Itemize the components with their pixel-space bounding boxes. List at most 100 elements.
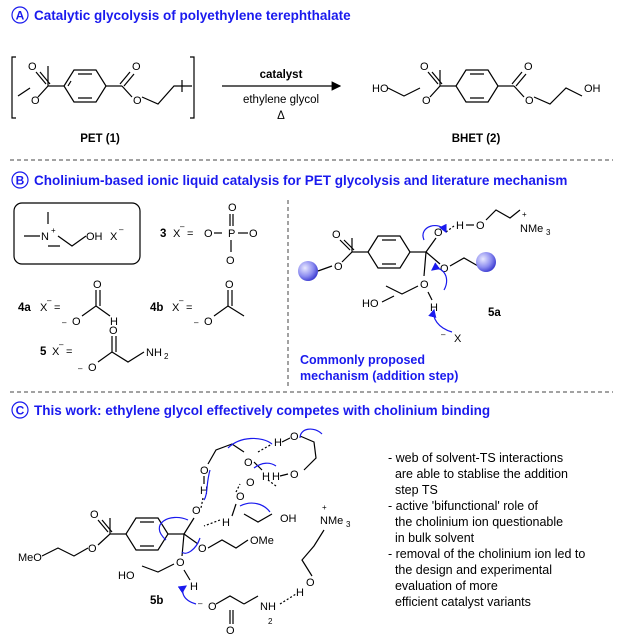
note-line-7: the design and experimental [388, 563, 552, 577]
section-c-letter: C [16, 404, 25, 418]
anion-4a-x-minus: – [47, 296, 52, 305]
pet-structure: O O O O PET (1) [11, 56, 195, 145]
5b-h-attack: H [190, 581, 198, 593]
mech-line2: mechanism (addition step) [300, 369, 458, 383]
mech-line1: Commonly proposed [300, 353, 425, 367]
anion-5-o-minus: – [78, 364, 83, 373]
anion-3-p: P [228, 228, 235, 240]
5b-h3: H [274, 437, 282, 449]
anion-4a-o: O [72, 316, 81, 328]
note-line-3: - active 'bifunctional' role of [388, 499, 539, 513]
bhet-ester-o1: O [422, 95, 431, 107]
5a-h: H [430, 302, 438, 314]
5b-ester-o2: O [198, 543, 207, 555]
5a-ester-o: O [334, 261, 343, 273]
5b-h1: H [200, 485, 208, 497]
cholinium-x: X [110, 231, 118, 243]
anion-4b-o-minus: – [194, 318, 199, 327]
bhet-ho: HO [372, 83, 389, 95]
section-a-letter: A [16, 9, 25, 23]
5b-carbonyl-o1: O [90, 509, 99, 521]
note-line-0: - web of solvent-TS interactions [388, 451, 563, 465]
bhet-oh: OH [584, 83, 601, 95]
arrow-below-delta: Δ [277, 110, 285, 122]
5b-o6: O [236, 491, 245, 503]
5b-meo: MeO [18, 552, 42, 564]
anion-3-x: X [173, 228, 181, 240]
5a-h-top: H [456, 220, 464, 232]
5a-ho: HO [362, 298, 379, 310]
5b-h5: H [222, 517, 230, 529]
5a-n-plus: + [522, 210, 527, 219]
anion-3: 3 X – = P O O O O [160, 202, 258, 267]
5a-nme3: NMe [520, 223, 543, 235]
cholinium-box: N + OH X – [13, 202, 141, 265]
anion-5-eq: = [66, 346, 72, 358]
anion-4a-h: H [110, 316, 118, 328]
5a-x: X [454, 333, 462, 345]
5b-nh2: NH [260, 601, 276, 613]
note-line-1: are able to stablise the addition [388, 467, 568, 481]
5b-ome: OMe [250, 535, 274, 547]
5b-o1: O [200, 465, 209, 477]
anion-4a-eq: = [54, 302, 60, 314]
cholinium-x-minus: – [119, 225, 124, 234]
cholinium-plus: + [51, 226, 56, 235]
mechanism-5b: MeO O O O O OMe O HO H H O [18, 428, 351, 637]
pet-ester-o2: O [133, 95, 142, 107]
5b-n-plus: + [322, 503, 327, 512]
pet-label: PET (1) [80, 133, 120, 145]
note-line-4: the cholinium ion questionable [388, 515, 563, 529]
5b-ester-o1: O [88, 543, 97, 555]
anion-5-o: O [88, 362, 97, 374]
arrow-below-label: ethylene glycol [243, 94, 319, 106]
5a-label: 5a [488, 307, 501, 319]
anion-5: 5 X – = O NH 2 O – [40, 325, 169, 374]
5b-h4: H [272, 471, 280, 483]
5b-carbonyl-o2: O [192, 505, 201, 517]
5b-o5: O [290, 469, 299, 481]
anion-3-o-bottom: O [226, 255, 235, 267]
pet-ester-o1: O [31, 95, 40, 107]
anion-4b-label: 4b [150, 302, 163, 314]
anion-4b-o: O [204, 316, 213, 328]
anion-3-o-left: O [204, 228, 213, 240]
5a-nme3-sub: 3 [546, 228, 551, 237]
5b-glycinate-o2: O [226, 625, 235, 637]
pet-carbonyl-o2: O [132, 61, 141, 73]
section-b-title: Cholinium-based ionic liquid catalysis f… [34, 173, 567, 188]
anion-3-o-right: O [249, 228, 258, 240]
anion-3-eq: = [187, 228, 193, 240]
anion-4a-o-top: O [93, 279, 102, 291]
5a-ester-o2: O [440, 263, 449, 275]
5b-nme3-sub: 3 [346, 520, 351, 529]
bhet-carbonyl-o1: O [420, 61, 429, 73]
anion-3-o-top: O [228, 202, 237, 214]
anion-4b-eq: = [186, 302, 192, 314]
bhet-structure: HO O O O O OH BHET (2) [372, 61, 601, 145]
5b-nme3: NMe [320, 515, 343, 527]
anion-4a-x: X [40, 302, 48, 314]
section-b-letter: B [16, 174, 25, 188]
cholinium-n: N [41, 231, 49, 243]
reaction-arrow-a: catalyst ethylene glycol Δ [222, 69, 342, 122]
mechanism-5a: O O O O O HO H X – H O [298, 209, 551, 383]
5a-carbonyl-o1: O [332, 229, 341, 241]
pet-carbonyl-o1: O [28, 61, 37, 73]
section-a-title: Catalytic glycolysis of polyethylene ter… [34, 8, 351, 23]
note-line-2: step TS [388, 483, 438, 497]
5a-carbonyl-o2: O [434, 227, 443, 239]
note-line-9: efficient catalyst variants [388, 595, 531, 609]
anion-3-x-minus: – [180, 222, 185, 231]
note-line-6: - removal of the cholinium ion led to [388, 547, 585, 561]
note-line-5: in bulk solvent [388, 531, 475, 545]
5b-ho: HO [118, 570, 135, 582]
section-b-badge [11, 171, 29, 189]
5a-o-top: O [476, 220, 485, 232]
cholinium-oh: OH [86, 231, 103, 243]
section-a: A Catalytic glycolysis of polyethylene t… [11, 6, 601, 145]
anion-5-label: 5 [40, 346, 47, 358]
anion-4b-x: X [172, 302, 180, 314]
bead-left-5a [298, 261, 318, 281]
